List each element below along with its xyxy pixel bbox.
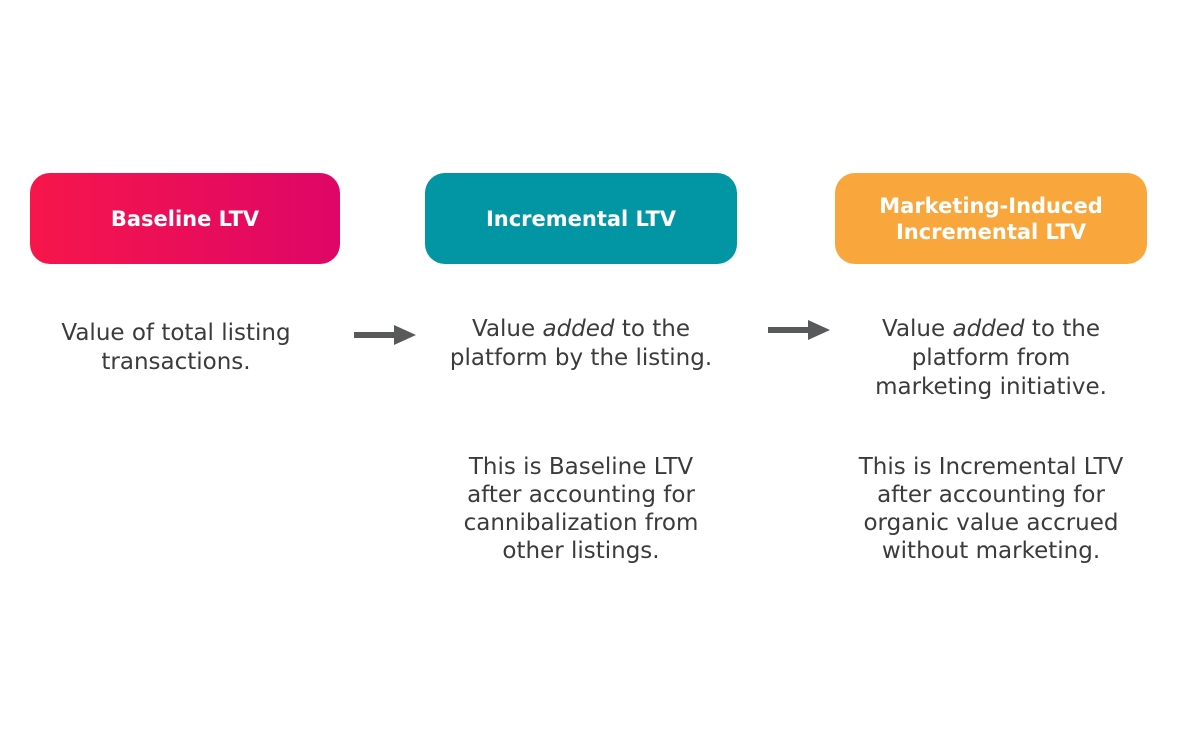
description-text: Value — [472, 316, 543, 342]
marketing-induced-ltv-box-label: Marketing-Induced Incremental LTV — [879, 193, 1103, 244]
description-italic-text: added — [952, 316, 1025, 342]
baseline-ltv-description: Value of total listing transactions. — [21, 319, 331, 377]
description-italic-text: added — [542, 316, 615, 342]
baseline-ltv-box: Baseline LTV — [30, 173, 340, 264]
incremental-ltv-description: Value added to the platform by the listi… — [426, 315, 736, 373]
description-text: to the — [1024, 316, 1100, 342]
description-text: Value of total listing — [61, 320, 291, 346]
description-text: Value — [882, 316, 953, 342]
arrow-right-icon — [354, 323, 416, 347]
description-text: transactions. — [101, 349, 251, 375]
incremental-ltv-box: Incremental LTV — [425, 173, 737, 264]
marketing-induced-ltv-box: Marketing-Induced Incremental LTV — [835, 173, 1147, 264]
incremental-ltv-detail: This is Baseline LTV after accounting fo… — [463, 454, 699, 564]
marketing-induced-ltv-detail: This is Incremental LTV after accounting… — [858, 454, 1124, 564]
marketing-induced-ltv-description: Value added to the platform from marketi… — [836, 315, 1146, 402]
description-text: to the — [614, 316, 690, 342]
baseline-ltv-box-label: Baseline LTV — [110, 206, 260, 231]
description-text: platform by the listing. — [449, 345, 713, 371]
incremental-ltv-box-label: Incremental LTV — [485, 206, 677, 231]
description-text: platform from marketing initiative. — [875, 345, 1107, 400]
arrow-right-icon — [768, 318, 830, 342]
